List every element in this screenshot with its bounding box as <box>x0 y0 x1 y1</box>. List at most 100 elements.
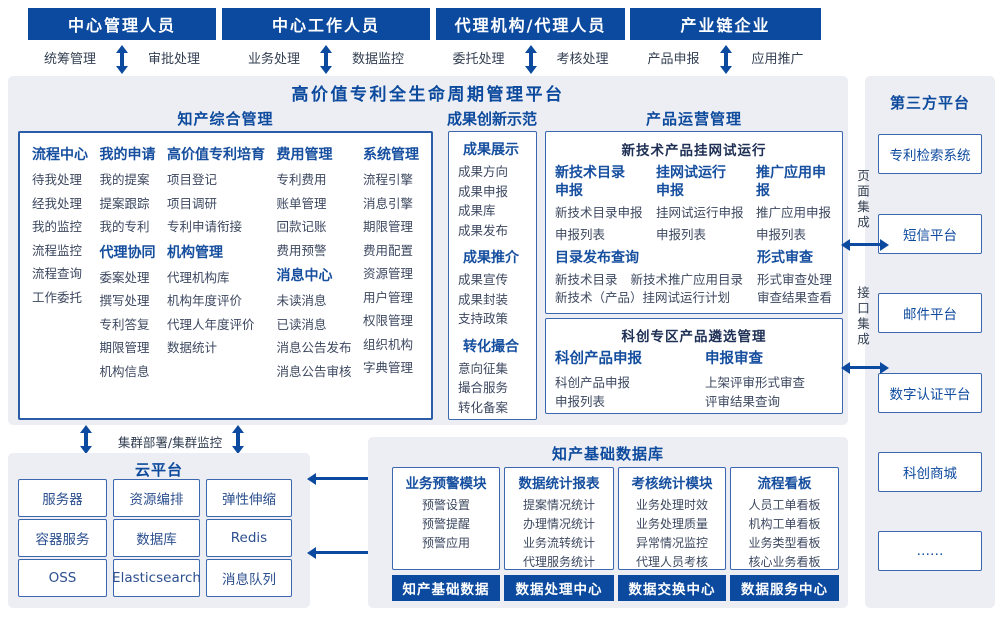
menu-item: 申报列表 <box>555 227 606 242</box>
cloud-box-message-queue: 消息队列 <box>206 559 292 597</box>
ipm-column-system-management: 系统管理 流程引擎 消息引擎 期限管理 费用配置 资源管理 用户管理 权限管理 … <box>363 145 419 418</box>
menu-item: 科创产品申报 <box>555 375 631 390</box>
menu-item: 我的监控 <box>32 219 83 234</box>
menu-item: 经我处理 <box>32 195 83 211</box>
kdb-badges: 知产基础数据 数据处理中心 数据交换中心 数据服务中心 <box>392 575 839 601</box>
menu-item: 业务类型看板 <box>748 536 821 550</box>
badge-data-processing-center: 数据处理中心 <box>504 575 614 601</box>
menu-item: 申报列表 <box>656 227 707 242</box>
cloud-box-elastic-scaling: 弹性伸缩 <box>206 479 292 517</box>
group-header: 挂网试运行申报 <box>656 165 726 199</box>
badge-ip-basic-data: 知产基础数据 <box>392 575 500 601</box>
cloud-box-oss: OSS <box>18 559 107 597</box>
menu-item: 支持政策 <box>458 311 509 326</box>
group-header: 费用管理 <box>276 147 333 163</box>
menu-item: 费用配置 <box>362 242 413 258</box>
group-header: 成果展示 <box>463 142 519 158</box>
third-party-box-digital-cert: 数字认证平台 <box>878 373 982 413</box>
trial-col-new-tech-catalog: 新技术目录申报 新技术目录申报 申报列表 <box>555 164 656 246</box>
sci-product-declare: 科创产品申报 科创产品申报 申报列表 <box>555 349 705 411</box>
cloud-box-resource-orchestration: 资源编排 <box>113 479 200 517</box>
third-party-box-email: 邮件平台 <box>878 293 982 333</box>
trial-col-promotion: 推广应用申报 推广应用申报 申报列表 <box>756 164 833 246</box>
badge-data-service-center: 数据服务中心 <box>730 575 839 601</box>
group-header: 新技术目录申报 <box>555 165 625 199</box>
menu-item: 消息公告审核 <box>276 363 352 379</box>
cloud-box-container-service: 容器服务 <box>18 519 107 557</box>
menu-item: 成果方向 <box>458 164 509 179</box>
cloud-grid: 服务器 资源编排 弹性伸缩 容器服务 数据库 Redis OSS Elastic… <box>18 479 292 597</box>
group-header: 我的申请 <box>99 147 156 163</box>
section-title-kdb: 知产基础数据库 <box>551 445 664 463</box>
group-header: 系统管理 <box>362 147 419 163</box>
menu-item: 未读消息 <box>276 293 327 308</box>
menu-item: 申报列表 <box>756 227 807 242</box>
menu-item: 新技术目录 <box>555 272 618 287</box>
menu-item: 机构信息 <box>99 363 150 379</box>
menu-item: 预警应用 <box>421 536 470 550</box>
menu-item: 撰写处理 <box>99 293 150 308</box>
menu-item: 我的专利 <box>99 219 150 234</box>
formal-review: 形式审查 形式审查处理 审查结果查看 <box>757 249 833 307</box>
menu-item: 代理人年度评价 <box>166 316 255 332</box>
group-header: 流程看板 <box>757 476 812 492</box>
menu-item: 专利答复 <box>99 316 150 332</box>
menu-item: 机构工单看板 <box>748 517 821 531</box>
role-actions-center-staff: 业务处理 数据监控 <box>222 44 430 76</box>
third-party-box-more: …… <box>878 531 982 571</box>
two-way-vertical-arrow-icon <box>524 45 537 74</box>
group-header: 推广应用申报 <box>756 165 826 199</box>
menu-item: 意向征集 <box>458 360 509 376</box>
menu-item: 代理人员考核 <box>635 555 708 569</box>
menu-item: 费用预警 <box>276 242 327 258</box>
menu-item: 代理机构库 <box>166 269 230 285</box>
box-title: 科创专区产品遴选管理 <box>621 329 767 345</box>
menu-item: 已读消息 <box>276 316 327 332</box>
trial-col-online-trial: 挂网试运行申报 挂网试运行申报 申报列表 <box>656 164 756 246</box>
role-action-label: 产品申报 <box>647 52 700 67</box>
menu-item: 挂网试运行申报 <box>656 205 744 220</box>
group-header: 目录发布查询 <box>555 250 639 266</box>
menu-item: 消息引擎 <box>362 195 413 211</box>
kdb-module-assessment: 考核统计模块 业务处理时效 业务处理质量 异常情况监控 代理人员考核 <box>618 467 726 570</box>
menu-item: 期限管理 <box>99 340 150 355</box>
menu-item: 机构年度评价 <box>166 293 242 308</box>
role-action-label: 统筹管理 <box>43 52 96 67</box>
menu-item: 专利申请衔接 <box>166 219 242 234</box>
menu-item: 成果封装 <box>458 291 509 307</box>
menu-item: 成果宣传 <box>458 272 509 287</box>
menu-item: 提案跟踪 <box>99 195 150 211</box>
menu-item: 新技术（产品）挂网试运行计划 <box>555 290 731 305</box>
menu-item: 人员工单看板 <box>748 498 821 512</box>
achievements-box: 成果展示 成果方向 成果申报 成果库 成果发布 成果推介 成果宣传 成果封装 支… <box>448 131 537 420</box>
ipm-column-fee-management: 费用管理 专利费用 账单管理 回款记账 费用预警 消息中心 未读消息 已读消息 … <box>276 145 351 418</box>
kdb-module-statistics-report: 数据统计报表 提案情况统计 办理情况统计 业务流转统计 代理服务统计 <box>504 467 614 570</box>
two-way-horizontal-arrow-icon <box>841 238 889 251</box>
platform-title: 高价值专利全生命周期管理平台 <box>291 85 565 105</box>
menu-item: 成果发布 <box>458 222 509 238</box>
role-action-label: 考核处理 <box>556 52 609 67</box>
menu-item: 成果库 <box>458 203 496 218</box>
page-integration-label: 页面集成 <box>855 169 870 231</box>
menu-item: 账单管理 <box>276 195 327 211</box>
menu-item: 成果申报 <box>458 183 509 199</box>
two-way-horizontal-arrow-icon <box>307 546 379 559</box>
two-way-horizontal-arrow-icon <box>841 361 889 374</box>
menu-item: 提案情况统计 <box>522 498 595 512</box>
section-title-cloud: 云平台 <box>134 461 183 479</box>
section-title-ip-management: 知产综合管理 <box>177 110 274 128</box>
menu-item: 项目调研 <box>166 195 217 211</box>
role-actions-industry: 产品申报 应用推广 <box>630 44 821 76</box>
menu-item: 转化备案 <box>458 399 509 415</box>
menu-item: 业务处理时效 <box>635 498 708 512</box>
menu-item: 新技术推广应用目录 <box>630 272 744 287</box>
menu-item: 回款记账 <box>276 219 327 234</box>
menu-item: 流程查询 <box>32 266 83 281</box>
menu-item: 待我处理 <box>32 172 83 187</box>
role-box-center-staff: 中心工作人员 <box>222 8 430 40</box>
cloud-box-redis: Redis <box>206 519 292 557</box>
menu-item: 我的提案 <box>99 172 150 187</box>
group-header: 形式审查 <box>757 250 813 266</box>
menu-item: 代理服务统计 <box>522 555 595 569</box>
role-action-label: 审批处理 <box>148 52 201 67</box>
